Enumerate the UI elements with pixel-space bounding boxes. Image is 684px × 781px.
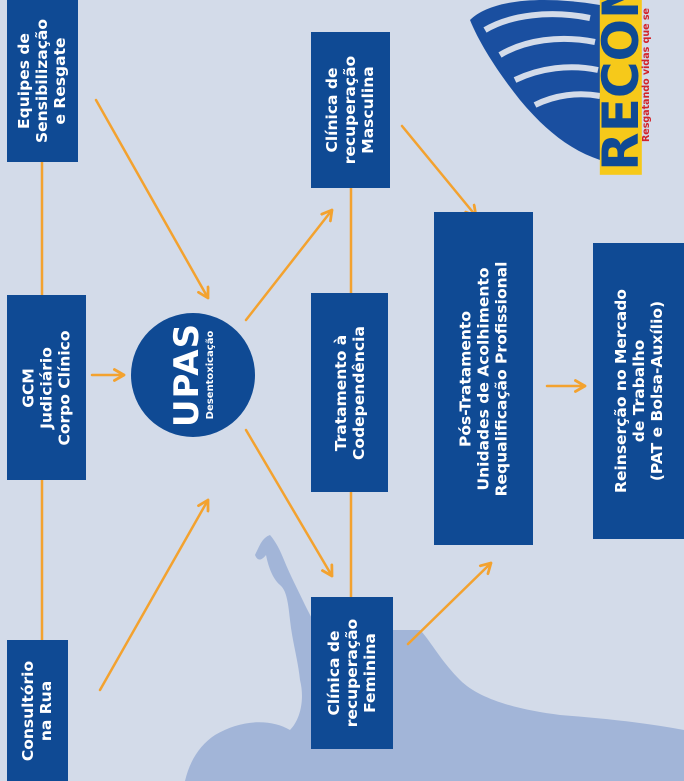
arrow-masculina-pos [400,124,478,218]
node-line: (PAT e Bolsa-Auxílio) [647,300,666,482]
node-line: GCM [19,367,38,408]
logo-wing-graphic [470,0,601,160]
logo-tagline-text: Resgatando vidas que se [641,7,653,143]
node-line: Clínica de [323,67,342,153]
node-equipes-resgate: Equipes de Sensibilização e Resgate [7,0,78,162]
logo-tagline: Resgatando vidas que se [640,0,654,150]
hand-silhouette [185,535,684,781]
node-line: Feminina [361,633,380,713]
node-line: na Rua [37,680,56,741]
upas-title: UPAS [167,322,207,428]
node-codependencia: Tratamento à Codependência [311,293,388,492]
node-line: Reinserção no Mercado [611,289,630,493]
logo-wordmark: RECOM [592,0,650,175]
node-line: Tratamento à [331,334,350,451]
node-line: Clínica de [325,630,344,716]
node-clinica-masculina: Clínica de recuperação Masculina [311,32,390,188]
node-consultorio-rua: Consultório na Rua [7,640,68,781]
node-line: e Resgate [51,37,70,125]
node-line: Codependência [349,325,368,460]
node-line: Judiciário [37,346,56,429]
arrow-feminina-pos [406,561,493,646]
arrow-upas-feminina [244,428,334,578]
node-line: Requalificação Profissional [492,261,511,496]
node-line: Pós-Tratamento [456,310,475,447]
upas-subtitle: Desentoxicação [205,330,216,420]
node-line: recuperação [341,55,360,165]
node-upas: UPAS Desentoxicação [131,313,255,437]
node-reinsercao: Reinserção no Mercado de Trabalho (PAT e… [593,243,684,539]
node-line: Masculina [359,66,378,154]
node-clinica-feminina: Clínica de recuperação Feminina [311,597,393,749]
node-line: recuperação [343,618,362,728]
node-line: Consultório [19,660,38,761]
node-pos-tratamento: Pós-Tratamento Unidades de Acolhimento R… [434,212,533,545]
node-line: de Trabalho [629,339,648,443]
logo-word: RECOM [592,0,650,175]
node-line: Corpo Clínico [55,330,74,445]
arrow-upas-masculina [244,208,334,322]
node-line: Sensibilização [33,18,52,144]
node-line: Equipes de [15,33,34,129]
arrow-equipes-upas [94,98,210,300]
node-line: Unidades de Acolhimento [474,267,493,490]
node-gcm-judiciario: GCM Judiciário Corpo Clínico [7,295,86,480]
arrow-consultorio-upas [98,498,210,692]
